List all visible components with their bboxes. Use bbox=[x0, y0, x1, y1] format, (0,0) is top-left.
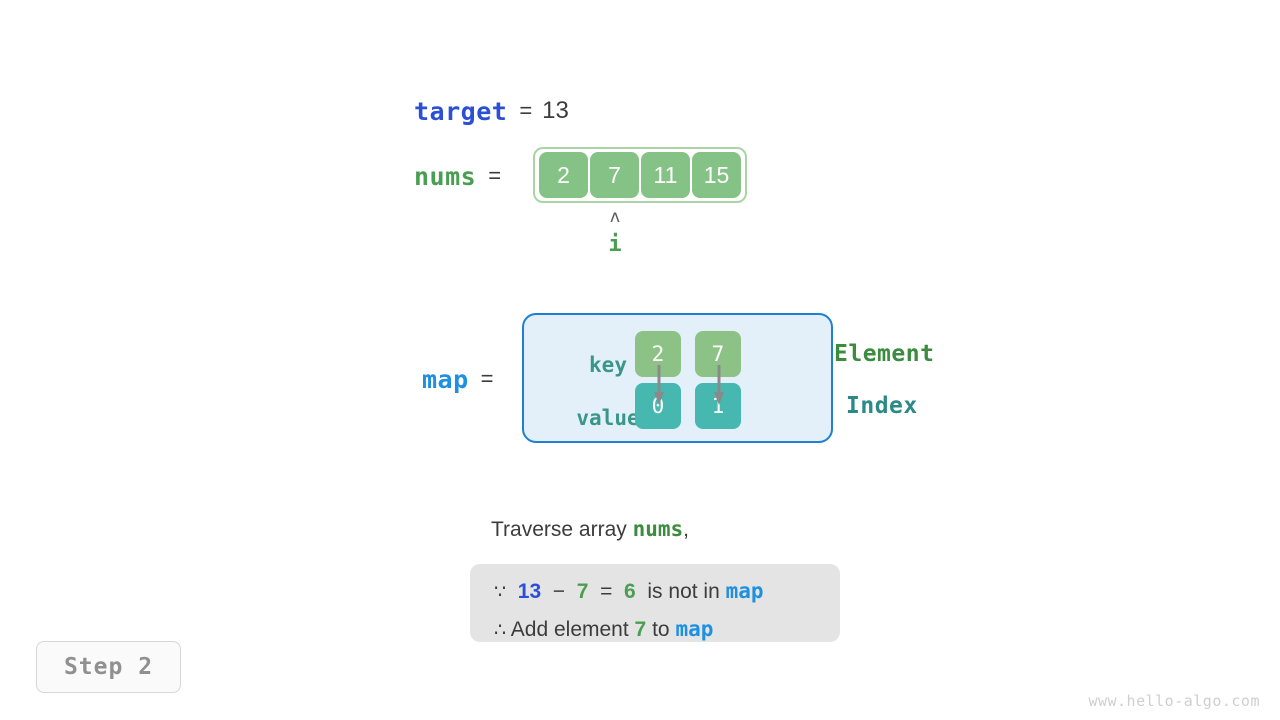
map-hash-arrow-1 bbox=[714, 365, 724, 405]
explain-add-text: Add element bbox=[510, 618, 629, 641]
explain-to-text: to bbox=[652, 618, 670, 641]
explain-map-keyword-2: map bbox=[675, 617, 714, 641]
nums-array: 2 7 11 15 bbox=[533, 147, 747, 203]
traverse-prefix-text: Traverse array bbox=[491, 518, 633, 541]
index-pointer-caret-icon: ʌ bbox=[609, 207, 621, 227]
map-element-caption: Element bbox=[834, 341, 935, 367]
traverse-nums-keyword: nums bbox=[632, 517, 684, 541]
nums-equals-sign: = bbox=[488, 163, 502, 188]
step-badge: Step 2 bbox=[36, 641, 181, 693]
target-assignment-row: target = 13 bbox=[414, 94, 569, 128]
explanation-line-1: ∵ 13 − 7 = 6 is not in map bbox=[494, 573, 840, 611]
map-index-caption: Index bbox=[846, 393, 918, 419]
explanation-box: ∵ 13 − 7 = 6 is not in map ∴ Add element… bbox=[470, 564, 840, 642]
nums-cell-1: 7 bbox=[590, 152, 639, 198]
map-equals-sign: = bbox=[480, 366, 494, 391]
hash-map-container: key value 2 7 0 1 bbox=[522, 313, 833, 443]
explain-minus-sign: − bbox=[552, 580, 566, 603]
explain-complement-value: 6 bbox=[624, 580, 636, 603]
explain-map-keyword-1: map bbox=[725, 579, 764, 603]
explain-target-value: 13 bbox=[517, 580, 542, 603]
map-variable-label: map bbox=[422, 364, 469, 394]
target-value: 13 bbox=[542, 97, 569, 124]
watermark: www.hello-algo.com bbox=[1088, 692, 1260, 710]
nums-variable-label: nums bbox=[414, 161, 477, 191]
explain-current-element: 7 bbox=[576, 580, 589, 603]
index-pointer-label: i bbox=[608, 232, 622, 257]
explanation-line-2: ∴ Add element 7 to map bbox=[494, 611, 840, 649]
nums-cell-3: 15 bbox=[692, 152, 741, 198]
map-value-row-label: value bbox=[576, 406, 640, 430]
explain-equals-sign: = bbox=[600, 580, 613, 603]
map-assignment-row: map = bbox=[422, 363, 494, 395]
traverse-suffix-text: , bbox=[683, 518, 690, 541]
because-symbol-icon: ∵ bbox=[494, 582, 507, 603]
nums-cell-2: 11 bbox=[641, 152, 690, 198]
nums-assignment-row: nums = bbox=[414, 160, 501, 192]
explain-not-in-text: is not in bbox=[647, 580, 720, 603]
nums-cell-0: 2 bbox=[539, 152, 588, 198]
map-hash-arrow-0 bbox=[654, 365, 664, 405]
traverse-description: Traverse array nums, bbox=[491, 517, 689, 542]
therefore-symbol-icon: ∴ bbox=[494, 620, 507, 641]
target-variable-label: target bbox=[414, 96, 508, 126]
target-equals-sign: = bbox=[519, 98, 533, 123]
explain-added-element: 7 bbox=[634, 618, 647, 641]
map-key-row-label: key bbox=[589, 353, 627, 377]
